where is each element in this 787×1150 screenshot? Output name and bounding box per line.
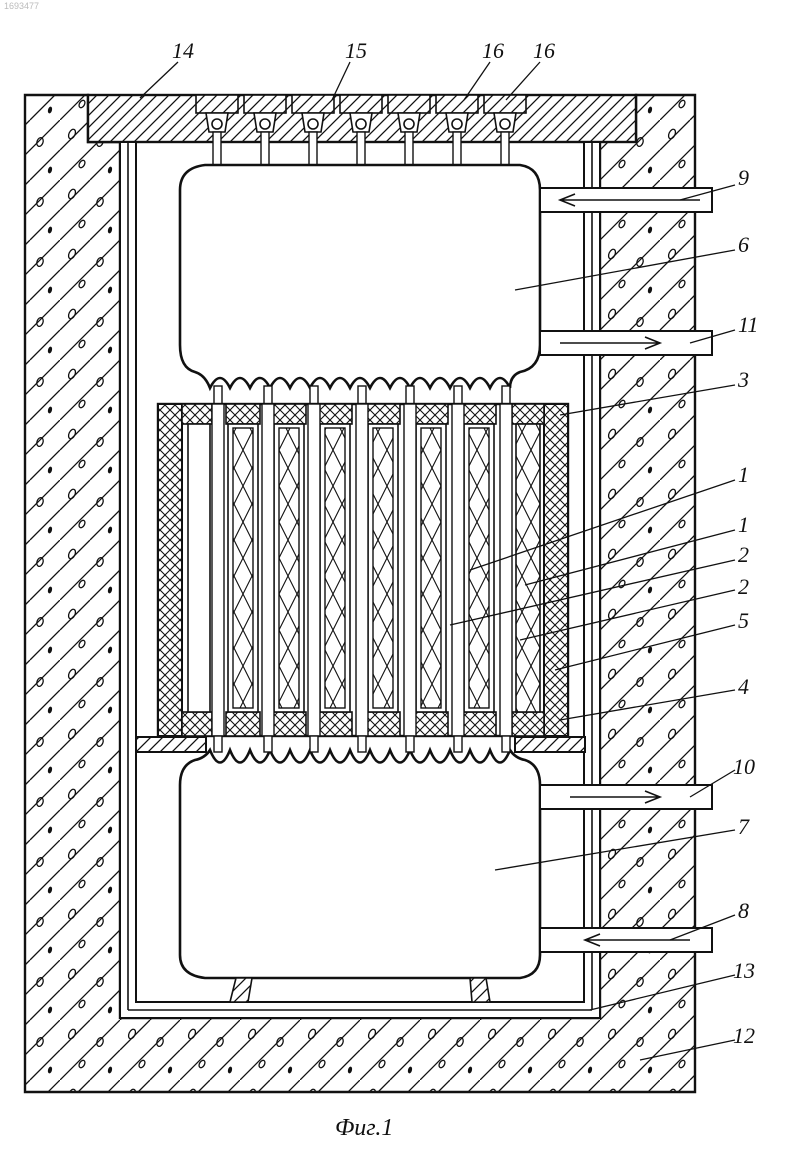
label-1-first: 1 xyxy=(738,462,749,487)
label-10: 10 xyxy=(733,754,755,779)
electrode-plate xyxy=(318,404,352,736)
lower-support-right xyxy=(515,737,585,752)
label-6: 6 xyxy=(738,232,749,257)
support-foot-left xyxy=(230,978,252,1002)
label-4: 4 xyxy=(738,674,749,699)
flow-channel xyxy=(500,404,512,736)
label-2-second: 2 xyxy=(738,574,749,599)
electrode-plate xyxy=(272,404,306,736)
electrode-plate xyxy=(366,404,400,736)
flow-channel xyxy=(262,404,274,736)
right-insulator-wall xyxy=(544,404,568,736)
flow-channel xyxy=(404,404,416,736)
label-13: 13 xyxy=(733,958,755,983)
upper-neck xyxy=(406,386,414,404)
label-16-second: 16 xyxy=(533,38,555,63)
upper-vessel xyxy=(180,165,540,388)
watermark-number: 1693477 xyxy=(4,1,39,11)
lower-neck xyxy=(310,736,318,752)
left-insulator-wall xyxy=(158,404,182,736)
label-8: 8 xyxy=(738,898,749,923)
lower-neck xyxy=(214,736,222,752)
lower-neck xyxy=(454,736,462,752)
lower-support-left xyxy=(136,737,206,752)
lower-vessel xyxy=(180,750,540,978)
electrode-plate xyxy=(414,404,448,736)
flow-channel xyxy=(452,404,464,736)
upper-neck xyxy=(264,386,272,404)
label-12: 12 xyxy=(733,1023,755,1048)
flow-channel xyxy=(356,404,368,736)
lower-neck xyxy=(406,736,414,752)
flow-channel xyxy=(212,404,224,736)
figure-caption: Фиг.1 xyxy=(335,1115,393,1141)
label-3: 3 xyxy=(737,367,749,392)
upper-neck xyxy=(310,386,318,404)
label-7: 7 xyxy=(738,814,750,839)
support-foot-right xyxy=(470,978,490,1002)
label-5: 5 xyxy=(738,608,749,633)
upper-neck xyxy=(502,386,510,404)
upper-manifold-necks xyxy=(214,386,510,404)
lower-manifold-necks xyxy=(214,736,510,752)
label-11: 11 xyxy=(738,312,758,337)
lower-neck xyxy=(358,736,366,752)
label-9: 9 xyxy=(738,165,749,190)
upper-neck xyxy=(358,386,366,404)
label-14: 14 xyxy=(172,38,194,63)
lower-neck xyxy=(264,736,272,752)
flow-channel xyxy=(308,404,320,736)
electrode-plate xyxy=(462,404,496,736)
electrode-plate xyxy=(226,404,260,736)
label-2-first: 2 xyxy=(738,542,749,567)
label-15: 15 xyxy=(345,38,367,63)
upper-neck xyxy=(454,386,462,404)
label-16-first: 16 xyxy=(482,38,504,63)
label-1-second: 1 xyxy=(738,512,749,537)
electrode-array xyxy=(212,404,512,736)
lower-neck xyxy=(502,736,510,752)
upper-neck xyxy=(214,386,222,404)
